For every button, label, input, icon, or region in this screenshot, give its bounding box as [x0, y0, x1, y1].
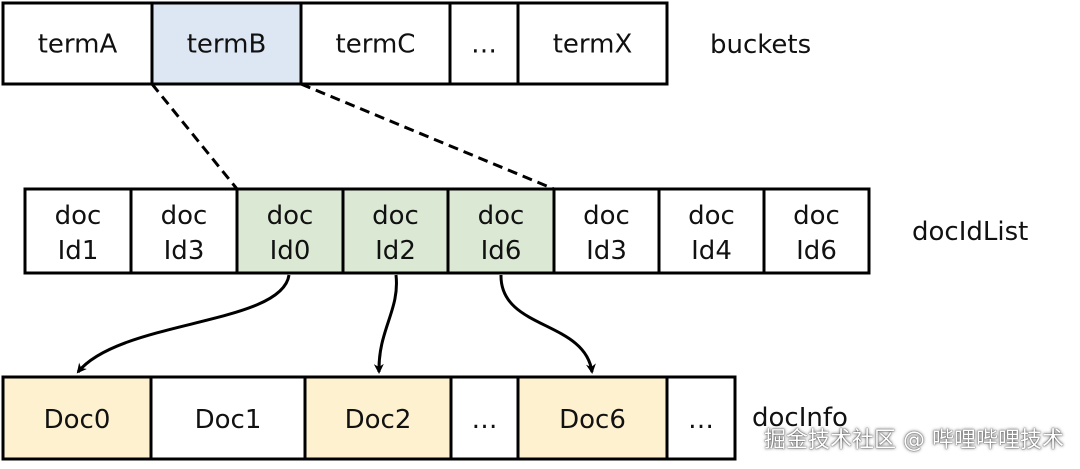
doc-id-line2: Id4: [691, 236, 732, 266]
arrow-id6-to-doc6: [499, 274, 596, 374]
doc-info-text: …: [472, 405, 498, 435]
doc-info-cell-0: [1, 375, 153, 461]
doc-info-cell-2: [303, 375, 453, 461]
doc-id-line2: Id0: [270, 236, 311, 266]
bucket-term: termX: [553, 30, 633, 60]
bucket-cell-1: [150, 1, 303, 86]
arrow-id0-to-doc0: [76, 274, 291, 374]
bucket-term: termA: [38, 30, 118, 60]
bucket-term: termC: [336, 30, 416, 60]
doc-info-text: Doc0: [44, 405, 111, 435]
bucket-cell-2: [299, 1, 452, 86]
doc-id-line1: doc: [688, 201, 735, 231]
doc-id-line2: Id6: [481, 236, 522, 266]
doc-id-cell-1: [129, 187, 239, 275]
doc-info-cell-3: [449, 375, 520, 461]
bucket-cell-0: [1, 1, 154, 86]
doclist-to-docinfo-arrows: [76, 274, 596, 374]
doc-info-text: Doc1: [195, 405, 262, 435]
dashed-link-right: [300, 82, 555, 191]
doc-id-line1: doc: [372, 201, 419, 231]
doc-id-line1: doc: [267, 201, 314, 231]
doc-id-line1: doc: [161, 201, 208, 231]
doc-id-line2: Id6: [796, 236, 837, 266]
bucket-term: termB: [187, 30, 267, 60]
bucket-to-doclist-links: [150, 82, 555, 191]
doc-info-text: Doc6: [559, 405, 626, 435]
arrow-id2-to-doc2: [373, 274, 398, 374]
doc-id-line1: doc: [793, 201, 840, 231]
doc-info-cell-4: [516, 375, 669, 461]
doc-id-cell-4: [446, 187, 556, 275]
doc-info-row: Doc0 Doc1 Doc2 … Doc6 …: [1, 375, 737, 461]
doc-info-text: …: [688, 405, 714, 435]
doc-id-cell-0: [23, 187, 133, 275]
watermark: 掘金技术社区 @ 哔哩哔哩技术: [764, 428, 1064, 453]
bucket-cell-4: [516, 1, 669, 86]
doc-info-cell-5: [665, 375, 737, 461]
doc-id-cell-3: [341, 187, 450, 275]
bucket-term: …: [471, 30, 497, 60]
doc-id-cell-2: [235, 187, 345, 275]
doc-id-line2: Id1: [58, 236, 99, 266]
doc-id-line1: doc: [55, 201, 102, 231]
dashed-link-left: [150, 83, 239, 190]
doc-id-cell-7: [762, 187, 871, 275]
doc-id-line2: Id3: [586, 236, 627, 266]
buckets-row: termA termB termC … termX: [1, 1, 669, 86]
row-labels: buckets docIdList docInfo: [710, 30, 1028, 433]
doc-id-list-label: docIdList: [912, 217, 1028, 247]
doc-id-line2: Id2: [375, 236, 416, 266]
doc-info-label: docInfo: [752, 403, 848, 433]
doc-id-line1: doc: [583, 201, 630, 231]
doc-id-line2: Id3: [164, 236, 205, 266]
doc-id-line1: doc: [478, 201, 525, 231]
doc-id-cell-6: [657, 187, 766, 275]
buckets-label: buckets: [710, 30, 811, 60]
doc-info-text: Doc2: [345, 405, 412, 435]
